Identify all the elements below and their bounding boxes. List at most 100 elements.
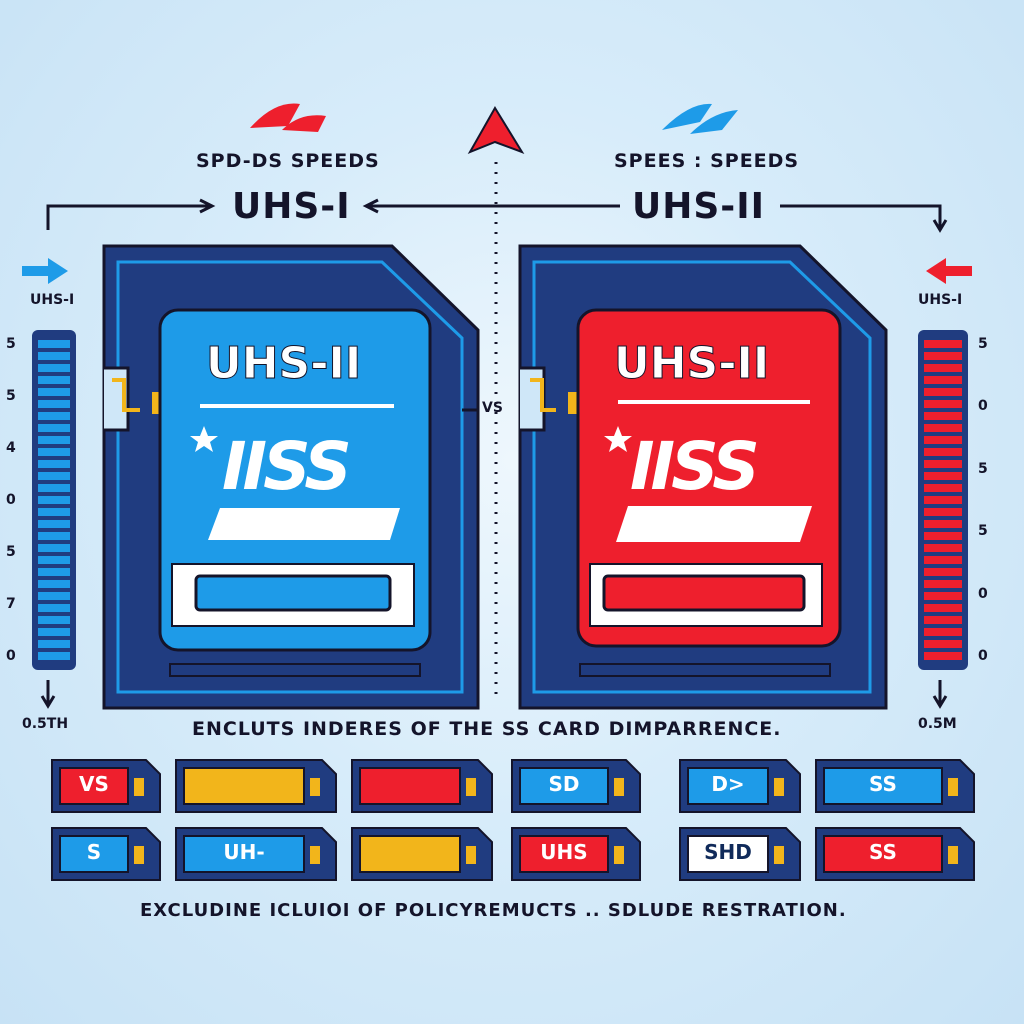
meter-bar [924, 448, 962, 456]
meter-bar [924, 604, 962, 612]
meter-bar [924, 352, 962, 360]
right-card-logo-stripes [616, 506, 812, 542]
left-subtitle: SPD-DS SPEEDS [196, 150, 380, 172]
mini-sd-card [351, 827, 493, 881]
star-icon [604, 426, 632, 452]
meter-bar [38, 436, 70, 444]
meter-bar [38, 556, 70, 564]
mini-sd-card [511, 759, 641, 813]
left-card-logo-stripes [208, 508, 400, 540]
left-sd-card [102, 244, 480, 710]
meter-bar [924, 652, 962, 660]
right-card-title: UHS-II [613, 338, 770, 390]
caption-top: ENCLUTS INDERES OF THE SS CARD DIMPARREN… [192, 718, 782, 740]
meter-bar [38, 616, 70, 624]
meter-bar [924, 544, 962, 552]
meter-bar [924, 520, 962, 528]
caption-bottom: EXCLUDINE ICLUIOI OF POLICYREMUCTS .. SD… [140, 900, 847, 921]
mini-card-label: SD [548, 772, 580, 796]
meter-bar [38, 652, 70, 660]
mini-sd-card [815, 827, 975, 881]
left-side-label: UHS-I [30, 292, 75, 308]
mini-card-label: UH- [223, 840, 265, 864]
right-tick-label: 0 [978, 585, 988, 602]
meter-bar [924, 640, 962, 648]
arrow-up-icon [467, 106, 525, 700]
right-sd-card [518, 244, 888, 710]
meter-bar [38, 340, 70, 348]
meter-bar [38, 472, 70, 480]
left-tick-label: 0 [6, 648, 16, 664]
meter-bar [924, 400, 962, 408]
right-tick-label: 0 [978, 648, 988, 664]
meter-bar [924, 436, 962, 444]
meter-bar [924, 628, 962, 636]
mini-sd-card [511, 827, 641, 881]
left-card-logo: IISS [222, 428, 352, 505]
mini-card-label: D> [711, 772, 745, 796]
left-tick-label: 5 [6, 388, 16, 404]
left-tick-label: 0 [6, 492, 16, 508]
mini-card-label: UHS [540, 840, 588, 864]
right-tick-label: 5 [978, 460, 988, 477]
header-arrows [46, 198, 948, 233]
meter-bar [38, 376, 70, 384]
meter-bar [38, 580, 70, 588]
meter-bar [924, 340, 962, 348]
meter-bar [924, 460, 962, 468]
mini-card-label: SS [869, 772, 897, 796]
right-tick-label: 5 [978, 523, 988, 540]
bottom-arrows [40, 680, 948, 709]
left-card-title: UHS-II [205, 338, 362, 390]
meter-bar [38, 508, 70, 516]
meter-bar [38, 532, 70, 540]
meter-bar [924, 556, 962, 564]
meter-bar [38, 352, 70, 360]
right-speed-meter [918, 330, 968, 670]
mini-sd-card [51, 759, 161, 813]
meter-bar [924, 568, 962, 576]
meter-bar [924, 412, 962, 420]
meter-bar [38, 448, 70, 456]
mini-sd-card [51, 827, 161, 881]
meter-bar [924, 364, 962, 372]
blue-swoosh-icon [662, 103, 738, 134]
meter-bar [38, 592, 70, 600]
mini-card-label: S [86, 840, 102, 864]
meter-bar [924, 424, 962, 432]
vs-label: VS [482, 400, 503, 416]
meter-bar [38, 412, 70, 420]
right-title: UHS-II [632, 186, 766, 227]
meter-bar [38, 568, 70, 576]
meter-bar [924, 592, 962, 600]
mini-card-label: VS [79, 772, 109, 796]
meter-bar [924, 484, 962, 492]
meter-bar [924, 472, 962, 480]
mini-card-label: SHD [704, 840, 752, 864]
left-tick-label: 5 [6, 544, 16, 560]
meter-bar [38, 364, 70, 372]
meter-bar [924, 616, 962, 624]
meter-bar [38, 520, 70, 528]
right-tick-label: 0 [978, 398, 988, 415]
meter-bar [924, 388, 962, 396]
right-card-logo: IISS [630, 428, 760, 505]
meter-bar [924, 532, 962, 540]
meter-bar [924, 496, 962, 504]
mini-sd-card [351, 759, 493, 813]
meter-bar [38, 496, 70, 504]
meter-bar [38, 460, 70, 468]
meter-bar [38, 628, 70, 636]
left-title: UHS-I [232, 186, 351, 227]
mini-sd-card [679, 759, 801, 813]
mini-sd-card [815, 759, 975, 813]
right-side-label: UHS-I [918, 292, 963, 308]
left-tick-label: 5 [6, 336, 16, 352]
star-icon [190, 426, 218, 452]
meter-bar [38, 424, 70, 432]
red-swoosh-icon [250, 103, 326, 132]
meter-bar [38, 604, 70, 612]
meter-bar [38, 484, 70, 492]
left-speed-meter [32, 330, 76, 670]
